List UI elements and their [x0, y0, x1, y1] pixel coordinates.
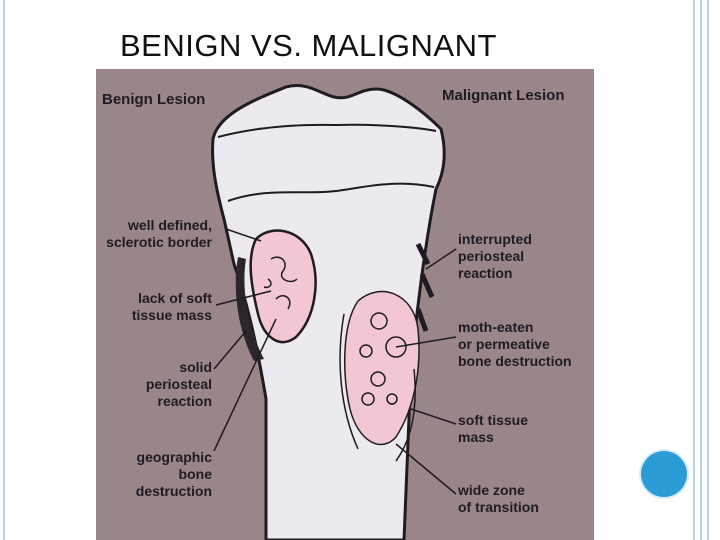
label-solid-periosteal-reaction: solid periosteal reaction [145, 359, 212, 409]
leader-lines [213, 228, 457, 495]
solid-periosteal-reaction [235, 257, 264, 361]
frame-line-right-1 [693, 0, 695, 540]
label-soft-tissue-mass: soft tissue mass [458, 412, 529, 445]
moth-eaten-holes [359, 312, 407, 406]
benign-lesion-texture [263, 256, 298, 310]
frame-line-right-2 [700, 0, 702, 540]
malignant-lesion-header: Malignant Lesion [442, 87, 565, 104]
bone-diagram-illustration [96, 69, 594, 540]
articular-cap [217, 123, 437, 138]
epiphyseal-line [227, 182, 435, 202]
benign-lesion [249, 229, 317, 344]
label-interrupted-periosteal-reaction: interrupted periosteal reaction [458, 231, 532, 281]
soft-tissue-mass-outline [339, 313, 416, 462]
bone-lesion-figure: Benign Lesion Malignant Lesion well defi… [96, 69, 594, 540]
frame-line-right-3 [707, 0, 709, 540]
interrupted-periosteal-reaction [415, 242, 435, 332]
slide-title: BENIGN VS. MALIGNANT [120, 28, 497, 63]
label-well-defined-border: well defined, sclerotic border [106, 217, 212, 250]
label-moth-eaten-destruction: moth-eaten or permeative bone destructio… [458, 319, 572, 369]
label-lack-of-soft-tissue-mass: lack of soft tissue mass [131, 290, 212, 323]
benign-lesion-header: Benign Lesion [102, 91, 206, 108]
accent-circle [641, 451, 687, 497]
label-geographic-bone-destruction: geographic bone destruction [135, 449, 212, 499]
malignant-lesion [344, 290, 420, 446]
frame-line-left [3, 0, 5, 540]
label-wide-zone-of-transition: wide zone of transition [458, 482, 539, 515]
